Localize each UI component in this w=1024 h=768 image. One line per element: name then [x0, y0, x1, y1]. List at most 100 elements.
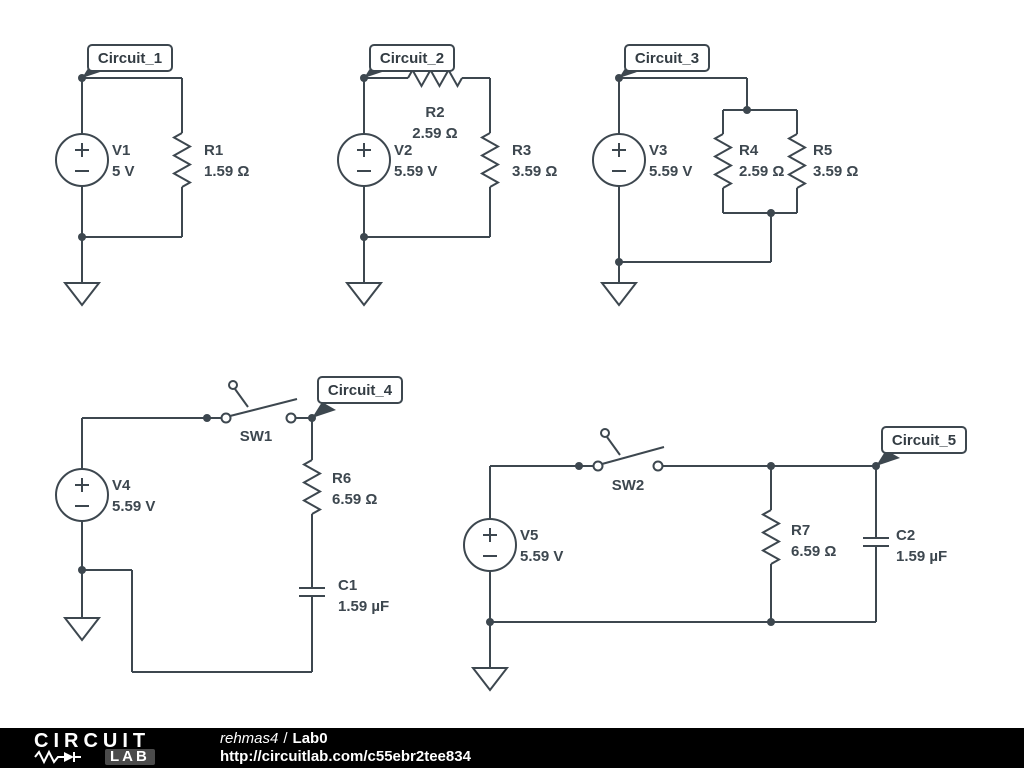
callout-label: Circuit_3: [635, 50, 699, 67]
footer-separator: /: [283, 730, 288, 747]
switch-actuator-line: [234, 388, 249, 408]
label-c1-name: C1: [338, 577, 357, 594]
label-v3-name: V3: [649, 142, 667, 159]
circuitlab-logo: CIRCUIT LAB: [34, 729, 174, 765]
plus-minus-marks: [357, 143, 371, 172]
plus-minus-marks: [75, 143, 89, 172]
circuit-1: Circuit_1 V1 5 V R1 1.59 Ω: [55, 44, 249, 307]
switch-actuator-terminal: [600, 428, 610, 438]
resistor-r6: [301, 459, 323, 515]
switch-sw2: [592, 428, 665, 472]
switch-actuator-line: [606, 436, 621, 456]
label-r4-name: R4: [739, 142, 759, 159]
plus-minus-marks: [483, 528, 497, 557]
ground-symbol-5: [470, 667, 510, 692]
node-dot: [486, 618, 494, 626]
label-r3-value: 3.59 Ω: [512, 163, 557, 180]
label-r6-value: 6.59 Ω: [332, 491, 377, 508]
footer-text: rehmas4 / Lab0 http://circuitlab.com/c55…: [220, 730, 471, 766]
circuit-1-wires: [81, 77, 183, 283]
node-dot: [575, 462, 583, 470]
capacitor-c1: [299, 587, 325, 597]
callout-circuit-5: Circuit_5: [876, 426, 967, 466]
schematic-canvas: Circuit_1 V1 5 V R1 1.59 Ω Circuit_2 R2 …: [55, 44, 967, 692]
circuit-2-wires: [363, 77, 491, 283]
footer-url: http://circuitlab.com/c55ebr2tee834: [220, 748, 471, 765]
voltage-source-v1: [55, 133, 109, 187]
ground-symbol-2: [344, 282, 384, 307]
label-r7-name: R7: [791, 522, 810, 539]
switch-sw1: [220, 380, 298, 424]
resistor-r7: [760, 509, 782, 565]
label-v1-name: V1: [112, 142, 130, 159]
resistor-r4: [712, 133, 734, 189]
node-dot: [767, 462, 775, 470]
voltage-source-v2: [337, 133, 391, 187]
plus-minus-marks: [612, 143, 626, 172]
footer-project-line: rehmas4 / Lab0: [220, 730, 471, 748]
callout-label: Circuit_2: [380, 50, 444, 67]
footer-username: rehmas4: [220, 730, 279, 747]
circuit-4-wires: [81, 417, 313, 673]
switch-lever: [601, 446, 665, 465]
voltage-source-v3: [592, 133, 646, 187]
plus-minus-marks: [75, 478, 89, 507]
node-dot: [615, 258, 623, 266]
voltage-source-v4: [55, 468, 109, 522]
label-c1-value: 1.59 µF: [338, 598, 389, 615]
callout-label: Circuit_5: [892, 432, 956, 449]
label-v2-name: V2: [394, 142, 412, 159]
label-sw2: SW2: [612, 477, 645, 494]
node-dot: [203, 414, 211, 422]
label-v4-value: 5.59 V: [112, 498, 155, 515]
circuit-3-wires: [618, 77, 798, 283]
label-r3-name: R3: [512, 142, 531, 159]
switch-contact-left: [220, 412, 232, 424]
callout-circuit-2: Circuit_2: [364, 44, 455, 78]
switch-actuator-terminal: [228, 380, 238, 390]
label-r4-value: 2.59 Ω: [739, 163, 784, 180]
label-r2-value: 2.59 Ω: [412, 125, 457, 142]
ground-symbol-3: [599, 282, 639, 307]
switch-contact-right: [652, 460, 664, 472]
ground-symbol-1: [62, 282, 102, 307]
circuit-3: Circuit_3 V3 5.59 V R4 2.59 Ω R5 3.59 Ω: [592, 44, 858, 307]
node-dot: [743, 106, 751, 114]
label-r1-name: R1: [204, 142, 223, 159]
node-dot: [767, 209, 775, 217]
circuit-5-wires: [489, 465, 877, 668]
resistor-r3: [479, 132, 501, 188]
label-r6-name: R6: [332, 470, 351, 487]
label-v4-name: V4: [112, 477, 131, 494]
switch-contact-right: [285, 412, 297, 424]
callout-label: Circuit_1: [98, 50, 162, 67]
label-v1-value: 5 V: [112, 163, 135, 180]
resistor-r5: [786, 133, 808, 189]
label-v5-value: 5.59 V: [520, 548, 563, 565]
label-sw1: SW1: [240, 428, 273, 445]
node-dot: [78, 233, 86, 241]
resistor-diode-icon: [34, 749, 81, 764]
label-r5-name: R5: [813, 142, 832, 159]
footer-project: Lab0: [292, 730, 328, 747]
label-v3-value: 5.59 V: [649, 163, 692, 180]
label-c2-name: C2: [896, 527, 915, 544]
callout-circuit-3: Circuit_3: [619, 44, 710, 78]
node-dot: [360, 233, 368, 241]
resistor-r2: [407, 67, 463, 89]
logo-circuit-text: CIRCUIT: [34, 729, 151, 752]
label-r7-value: 6.59 Ω: [791, 543, 836, 560]
node-dot: [767, 618, 775, 626]
label-r5-value: 3.59 Ω: [813, 163, 858, 180]
circuit-5: Circuit_5 V5 5.59 V SW2 R7 6.59 Ω C2 1.5…: [463, 426, 967, 692]
label-r2-name: R2: [425, 104, 444, 121]
resistor-r1: [171, 132, 193, 188]
node-dot: [78, 566, 86, 574]
circuit-4: Circuit_4 V4 5.59 V SW1 R6 6.59 Ω C1 1.5…: [55, 376, 403, 673]
label-v5-name: V5: [520, 527, 538, 544]
callout-circuit-4: Circuit_4: [312, 376, 403, 418]
voltage-source-v5: [463, 518, 517, 572]
capacitor-c2: [863, 537, 889, 547]
switch-lever: [229, 398, 298, 417]
